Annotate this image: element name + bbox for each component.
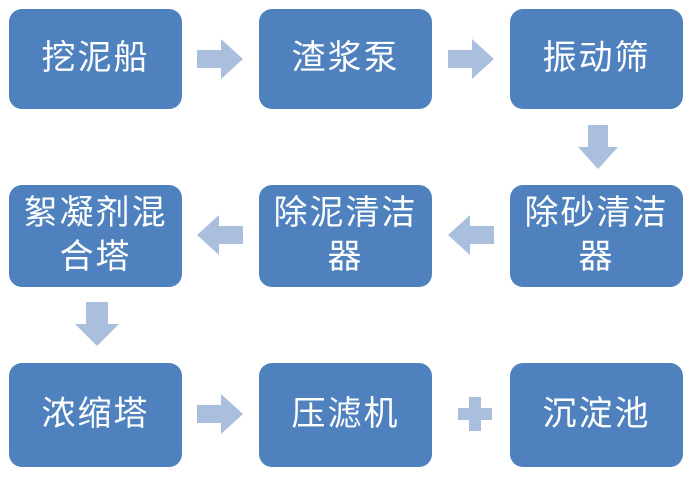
right-arrow-icon (197, 39, 243, 79)
left-arrow-icon (448, 215, 494, 255)
right-arrow-icon (197, 394, 243, 434)
node-label: 渣浆泵 (291, 40, 400, 78)
node-mud-removal-cleaner: 除泥清洁 器 (259, 185, 432, 287)
node-label: 浓缩塔 (41, 396, 150, 434)
left-arrow-icon (197, 215, 243, 255)
down-arrow-icon (75, 302, 119, 346)
node-sedimentation-tank: 沉淀池 (510, 363, 683, 467)
node-label: 除砂清洁 器 (524, 195, 669, 276)
node-thickening-tower: 浓缩塔 (9, 363, 182, 467)
right-arrow-icon (448, 39, 494, 79)
node-flocculant-mixing-tower: 絮凝剂混 合塔 (9, 185, 182, 287)
node-vibrating-screen: 振动筛 (510, 9, 683, 109)
node-label: 除泥清洁 器 (273, 195, 418, 276)
node-label: 挖泥船 (41, 40, 150, 78)
plus-icon (458, 397, 492, 431)
node-label: 絮凝剂混 合塔 (23, 195, 168, 276)
node-dredger: 挖泥船 (9, 9, 182, 109)
node-label: 振动筛 (542, 40, 651, 78)
node-label: 压滤机 (291, 396, 400, 434)
node-slurry-pump: 渣浆泵 (259, 9, 432, 109)
node-filter-press: 压滤机 (259, 363, 432, 467)
node-sand-removal-cleaner: 除砂清洁 器 (510, 185, 683, 287)
down-arrow-icon (578, 125, 618, 169)
node-label: 沉淀池 (542, 396, 651, 434)
